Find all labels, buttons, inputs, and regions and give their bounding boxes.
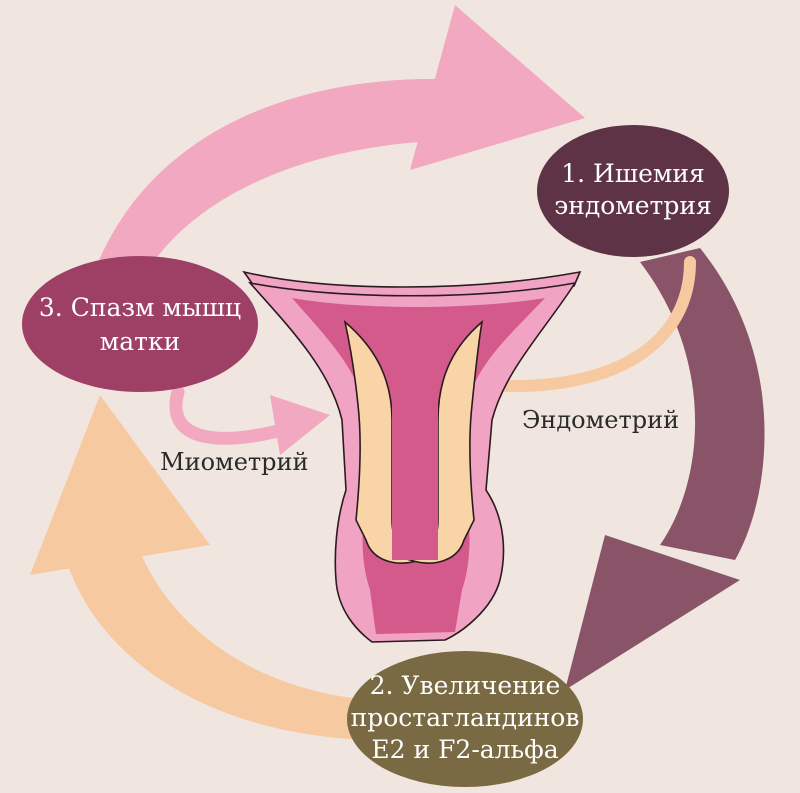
node-prostaglandins-line2: простагландинов bbox=[351, 703, 580, 732]
node-prostaglandins-line1: 2. Увеличение bbox=[370, 671, 561, 700]
node-spasm: 3. Спазм мышц матки bbox=[22, 256, 258, 392]
label-endometrium: Эндометрий bbox=[522, 406, 679, 434]
uterus-illustration bbox=[242, 270, 582, 643]
node-spasm-line2: матки bbox=[100, 327, 180, 356]
label-myometrium: Миометрий bbox=[160, 448, 309, 476]
node-spasm-line1: 3. Спазм мышц bbox=[39, 293, 241, 322]
node-ischemia-line2: эндометрия bbox=[554, 191, 712, 220]
node-ischemia: 1. Ишемия эндометрия bbox=[537, 125, 729, 257]
node-ischemia-line1: 1. Ишемия bbox=[561, 159, 705, 188]
node-prostaglandins: 2. Увеличение простагландинов E2 и F2-ал… bbox=[347, 651, 583, 787]
node-prostaglandins-line3: E2 и F2-альфа bbox=[371, 735, 558, 764]
arrow-prostaglandins-to-spasm bbox=[30, 395, 372, 740]
arrow-spasm-to-ischemia bbox=[95, 5, 585, 270]
arrow-myometrium-pointer bbox=[169, 385, 330, 455]
arrow-ischemia-to-prostaglandins bbox=[565, 248, 765, 690]
